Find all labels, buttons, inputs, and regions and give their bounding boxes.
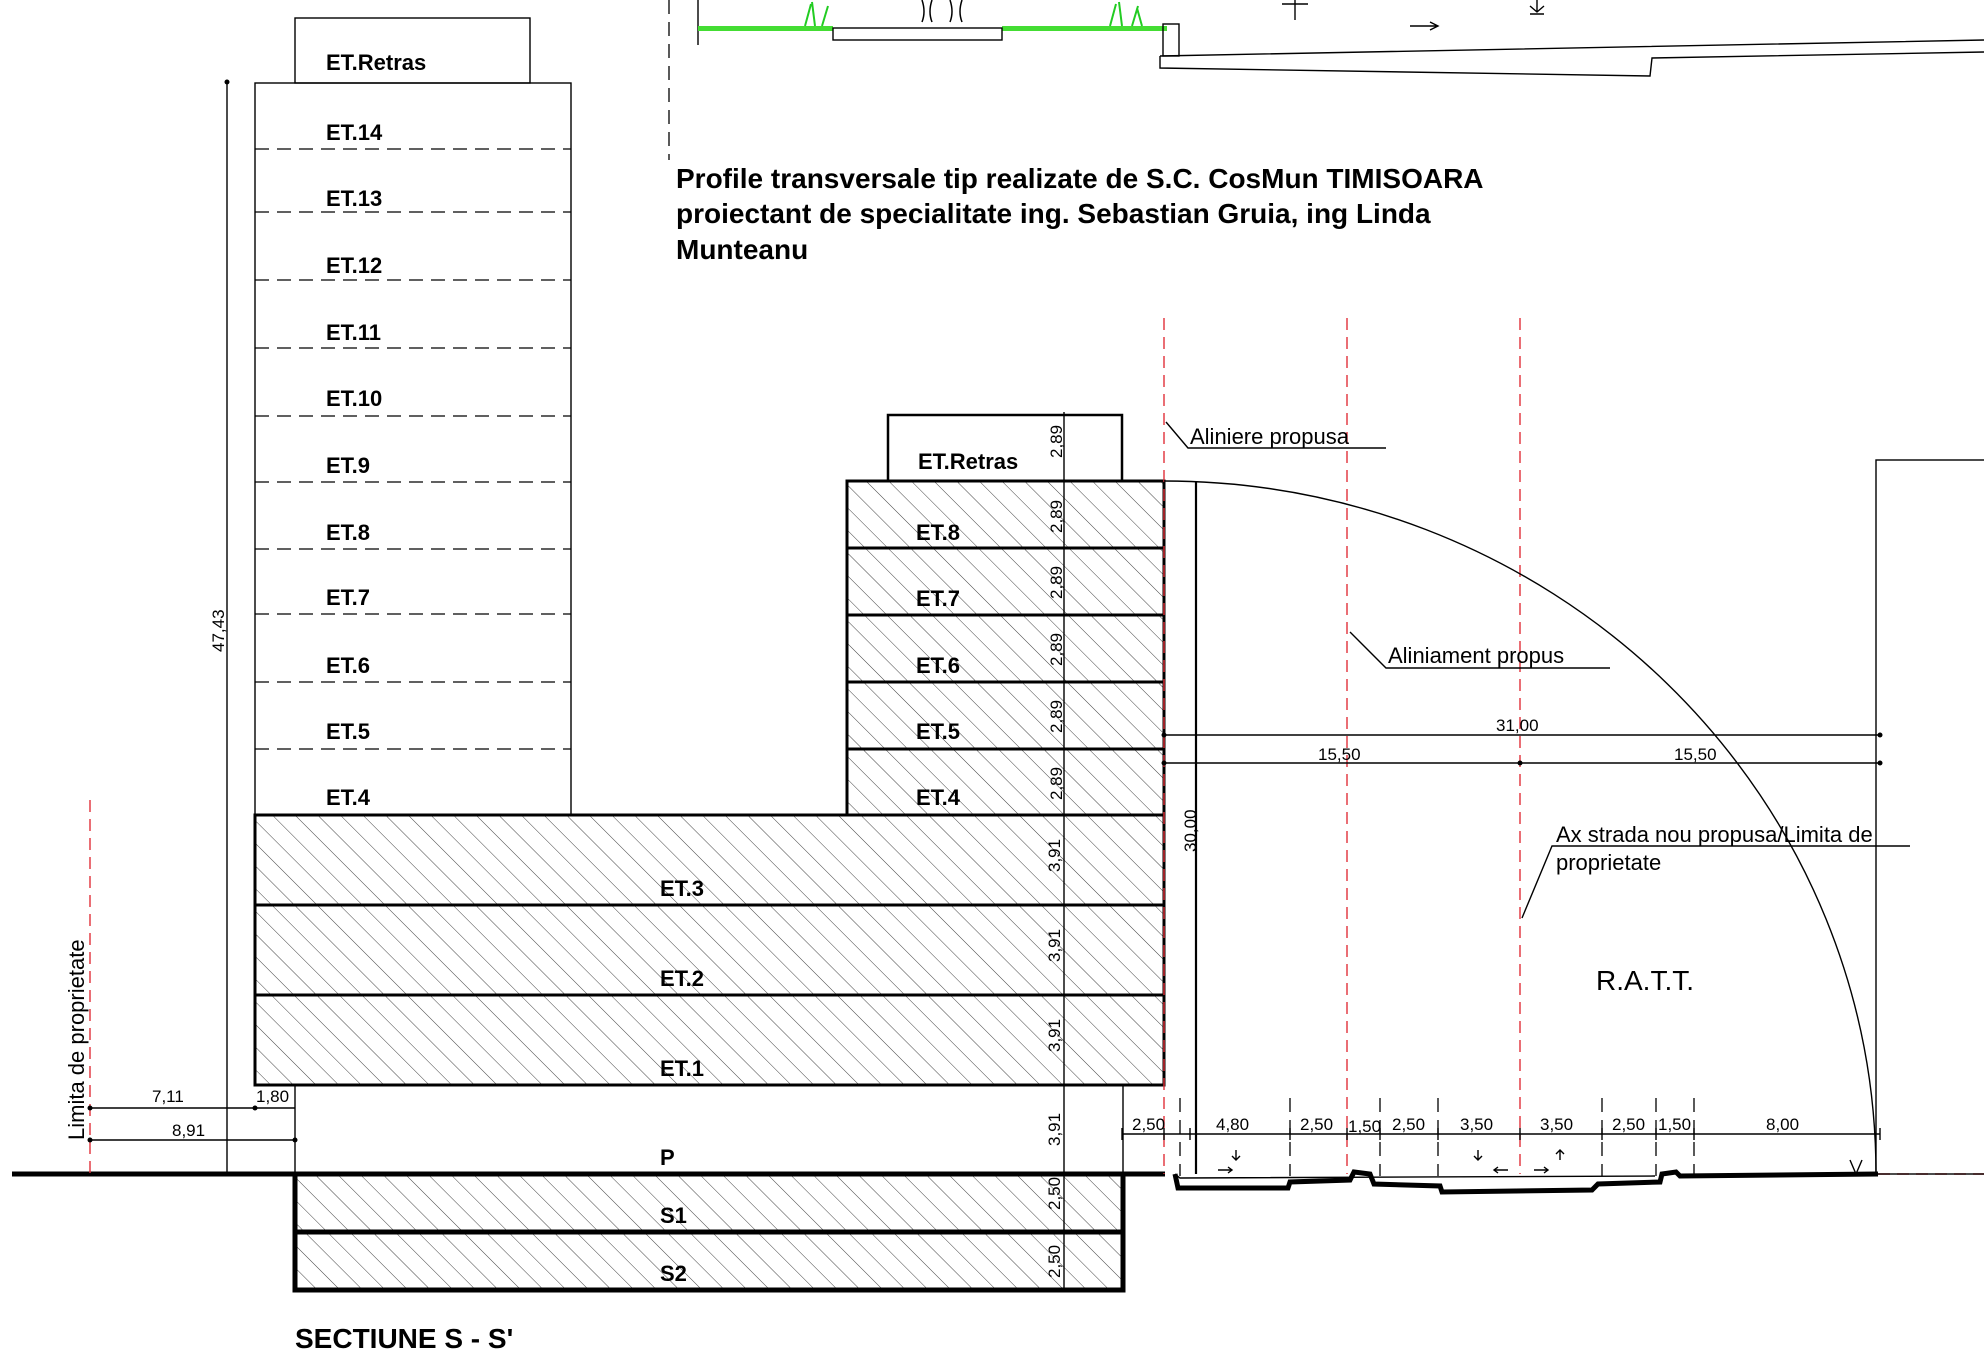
aliniere-label: Aliniere propusa (1190, 424, 1350, 449)
floor-height-dim: 3,91 (1045, 929, 1064, 962)
arrow-right-icon (1218, 1166, 1234, 1174)
retras-label: ET.Retras (918, 449, 1018, 474)
floor-label: ET.6 (326, 653, 370, 678)
note-line-2: proiectant de specialitate ing. Sebastia… (676, 198, 1431, 229)
floor-height-dim: 2,89 (1047, 566, 1066, 599)
floor-label: ET.7 (326, 585, 370, 610)
ax-label-line2: proprietate (1556, 850, 1661, 875)
floor-label: ET.6 (916, 653, 960, 678)
street-dim: 1,50 (1658, 1115, 1691, 1134)
ground-profile (12, 1169, 1984, 1195)
floor-height-dim: 2,89 (1047, 425, 1066, 458)
green-strip-right (1002, 26, 1167, 31)
floor-height-dim: 2,50 (1045, 1177, 1064, 1210)
floor-height-dim: 2,89 (1047, 700, 1066, 733)
annotations: Aliniere propusa Aliniament propus Ax st… (1165, 421, 1910, 996)
street-dim: 8,00 (1766, 1115, 1799, 1134)
mid-building: ET.Retras 2,89 ET.8 ET.7 ET.6 ET.5 ET.4 … (845, 412, 1166, 1292)
dim-label: 1,80 (256, 1087, 289, 1106)
podium-label: S2 (660, 1261, 687, 1286)
top-fragment (668, 0, 1984, 160)
ratt-label: R.A.T.T. (1596, 965, 1694, 996)
street-dim: 2,50 (1392, 1115, 1425, 1134)
grass-icon (1109, 1, 1143, 27)
podium-label: ET.1 (660, 1056, 704, 1081)
floor-height-dim: 2,50 (1045, 1245, 1064, 1278)
street-dim: 3,50 (1540, 1115, 1573, 1134)
right-dims: 30,00 31,00 15,50 15,50 2,50 4,80 2 (1121, 480, 1883, 1176)
dim-label: 7,11 (152, 1087, 184, 1106)
podium: ET.3 ET.2 ET.1 P S1 S2 3,91 3,91 3,91 3,… (253, 813, 1166, 1293)
podium-label: S1 (660, 1203, 687, 1228)
left-dims: Limita de proprietate 7,11 1,80 8,91 (64, 800, 298, 1174)
street-dim: 2,50 (1132, 1115, 1165, 1134)
tree-trunk-icon (921, 0, 963, 23)
street-dim: 1,50 (1348, 1117, 1381, 1136)
note-line-1: Profile transversale tip realizate de S.… (676, 163, 1484, 194)
dim-label: 8,91 (172, 1121, 205, 1140)
floor-label: ET.5 (326, 719, 370, 744)
floor-label: ET.10 (326, 386, 382, 411)
height-dim-label: 30,00 (1181, 809, 1200, 852)
dim-label: 15,50 (1674, 745, 1717, 764)
dim-label: 31,00 (1496, 716, 1539, 735)
podium-label: ET.2 (660, 966, 704, 991)
floor-label: ET.9 (326, 453, 370, 478)
podium-label: P (660, 1145, 675, 1170)
aliniament-label: Aliniament propus (1388, 643, 1564, 668)
floor-height-dim: 2,89 (1047, 500, 1066, 533)
dim-label: 15,50 (1318, 745, 1361, 764)
street-dim: 3,50 (1460, 1115, 1493, 1134)
floor-label: ET.8 (916, 520, 960, 545)
drawing-title: SECTIUNE S - S' (295, 1323, 513, 1354)
floor-label: ET.7 (916, 586, 960, 611)
property-limit-label: Limita de proprietate (64, 939, 89, 1140)
floor-label: ET.Retras (326, 50, 426, 75)
floor-label: ET.12 (326, 253, 382, 278)
tall-building: ET.Retras ET.14 ET.13 ET.12 ET.11 ET.10 … (209, 17, 572, 1174)
floor-height-dim: 3,91 (1045, 839, 1064, 872)
floor-label: ET.13 (326, 186, 382, 211)
arrow-right-icon (1534, 1166, 1550, 1174)
floor-height-dim: 2,89 (1047, 767, 1066, 800)
ax-label-line1: Ax strada nou propusa/Limita de (1556, 822, 1873, 847)
height-dim-label: 47,43 (209, 609, 228, 652)
street-dim: 2,50 (1612, 1115, 1645, 1134)
neighbor-building (1875, 459, 1984, 1175)
arrow-down-icon (1231, 1150, 1241, 1161)
floor-height-dim: 3,91 (1045, 1113, 1064, 1146)
arrow-right-icon (1410, 21, 1440, 31)
floor-label: ET.4 (916, 785, 961, 810)
arrow-down-icon (1529, 0, 1545, 15)
arrow-down-icon (1473, 1150, 1483, 1161)
floor-label: ET.5 (916, 719, 960, 744)
arrow-up-icon (1555, 1149, 1565, 1160)
street-dim: 2,50 (1300, 1115, 1333, 1134)
note-line-3: Munteanu (676, 234, 808, 265)
grass-icon (804, 1, 829, 27)
floor-label: ET.4 (326, 785, 371, 810)
arrow-left-icon (1492, 1166, 1508, 1174)
floor-height-dim: 3,91 (1045, 1019, 1064, 1052)
floor-label: ET.14 (326, 120, 383, 145)
green-strip-left (698, 26, 833, 31)
floor-label: ET.8 (326, 520, 370, 545)
street-dim: 4,80 (1216, 1115, 1249, 1134)
podium-label: ET.3 (660, 876, 704, 901)
floor-label: ET.11 (326, 320, 381, 345)
floor-height-dim: 2,89 (1047, 633, 1066, 666)
